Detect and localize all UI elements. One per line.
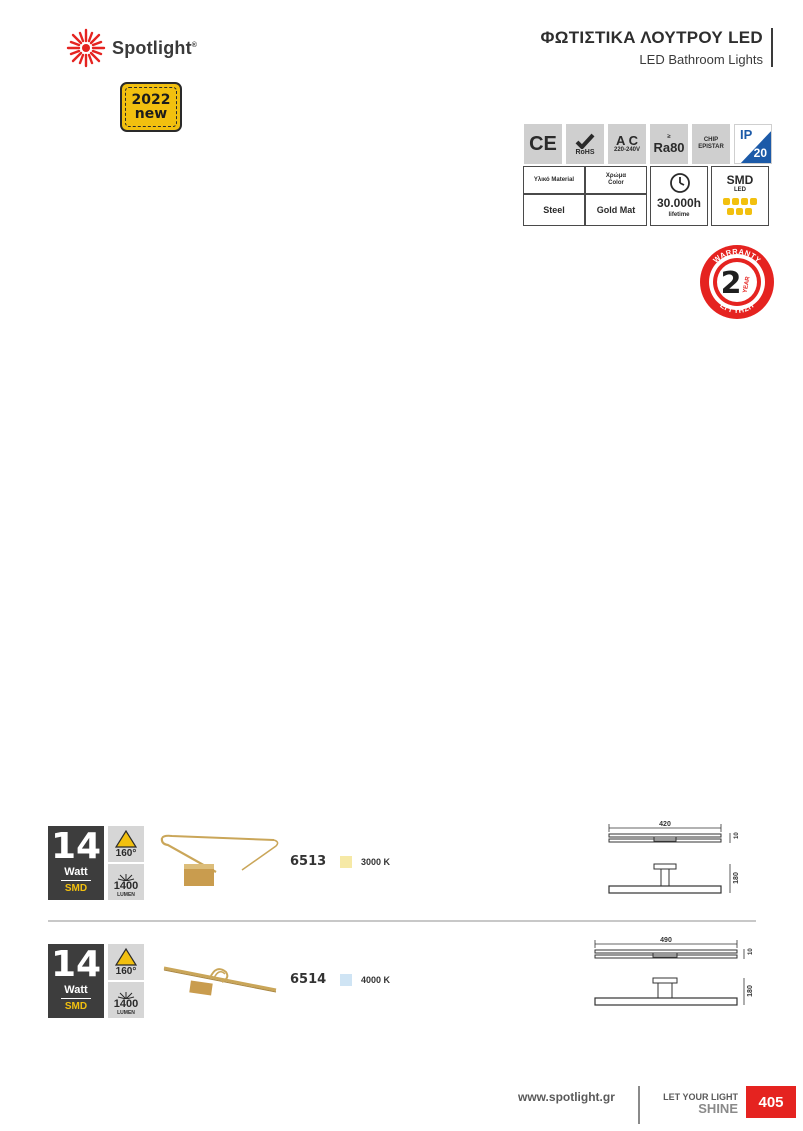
smd-led-box: SMD LED <box>711 166 769 226</box>
material-value: Steel <box>543 205 565 215</box>
light-rays-icon <box>117 992 135 999</box>
svg-text:YEAR: YEAR <box>743 275 752 293</box>
brand-logo: Spotlight® <box>66 28 197 68</box>
svg-text:420: 420 <box>659 821 671 828</box>
product-code: 6514 <box>290 972 327 987</box>
lamp-6514-image <box>163 966 277 996</box>
beam-angle-icon <box>115 948 137 966</box>
beam-angle-badge: 160° <box>108 826 144 862</box>
title-english: LED Bathroom Lights <box>639 52 763 67</box>
beam-angle-icon <box>115 830 137 848</box>
color-label: Χρώμα Color <box>605 173 627 186</box>
ip20-icon: IP 20 <box>734 124 772 164</box>
spec-icons-row: CE RoHS A C 220-240V ≥ Ra80 CHIP EPISTAR… <box>524 124 772 164</box>
svg-text:180: 180 <box>747 985 754 997</box>
svg-text:10: 10 <box>748 948 754 955</box>
dimension-drawing-6514: 490 10 180 <box>594 937 754 1006</box>
page-header: ΦΩΤΙΣΤΙΚΑ ΛΟΥΤΡΟΥ LED LED Bathroom Light… <box>541 28 773 67</box>
svg-text:ΕΓΓΥΗΣΗ: ΕΓΓΥΗΣΗ <box>718 301 755 315</box>
svg-text:490: 490 <box>660 937 672 944</box>
rohs-icon: RoHS <box>566 124 604 164</box>
svg-text:10: 10 <box>734 832 740 839</box>
dimension-drawing-6513: 420 10 180 <box>608 821 740 894</box>
light-rays-icon <box>117 874 135 881</box>
material-label: Υλικό Material <box>533 176 575 183</box>
spotlight-burst-icon <box>66 28 106 68</box>
product-code: 6513 <box>290 854 327 869</box>
product-row-6514: 14 Watt SMD 160° 1400 LUMEN 6514 4000 K … <box>48 937 768 1020</box>
led-dots-icon <box>723 198 757 215</box>
product-row-6513: 14 Watt SMD 160° 1400 LUMEN 6513 3000 K … <box>48 821 768 902</box>
clock-icon <box>670 173 690 193</box>
lumen-badge: 1400 LUMEN <box>108 864 144 900</box>
lifetime-box: 30.000h lifetime <box>650 166 708 226</box>
color-value: Gold Mat <box>596 205 636 215</box>
new-2022-badge: 2022 new <box>120 82 182 132</box>
checkmark-icon <box>575 133 595 149</box>
warranty-2-year-icon: WARRANTY ΕΓΓΥΗΣΗ 2 YEAR <box>700 245 774 319</box>
wattage-badge: 14 Watt SMD <box>48 826 104 900</box>
ac-voltage-icon: A C 220-240V <box>608 124 646 164</box>
title-greek: ΦΩΤΙΣΤΙΚΑ ΛΟΥΤΡΟΥ LED <box>540 28 763 47</box>
lamp-6513-image <box>160 834 279 886</box>
footer-website-link[interactable]: www.spotlight.gr <box>518 1090 615 1104</box>
lumen-badge: 1400 LUMEN <box>108 982 144 1018</box>
svg-text:2: 2 <box>721 266 742 301</box>
ra80-icon: ≥ Ra80 <box>650 124 688 164</box>
chip-epistar-icon: CHIP EPISTAR <box>692 124 730 164</box>
brand-name: Spotlight® <box>112 37 198 58</box>
color-temp-swatch <box>340 974 352 986</box>
footer-divider <box>638 1086 640 1124</box>
footer-slogan: LET YOUR LIGHT SHINE <box>663 1092 738 1116</box>
page-number: 405 <box>746 1086 796 1118</box>
material-color-box: Υλικό Material Χρώμα Color Steel Gold Ma… <box>523 166 647 226</box>
beam-angle-badge: 160° <box>108 944 144 980</box>
svg-text:180: 180 <box>733 872 740 884</box>
color-temperature: 3000 K <box>361 857 391 867</box>
color-temp-swatch <box>340 856 352 868</box>
ce-mark-icon: CE <box>524 124 562 164</box>
color-temperature: 4000 K <box>361 975 391 985</box>
wattage-badge: 14 Watt SMD <box>48 944 104 1018</box>
row-divider <box>48 920 756 922</box>
